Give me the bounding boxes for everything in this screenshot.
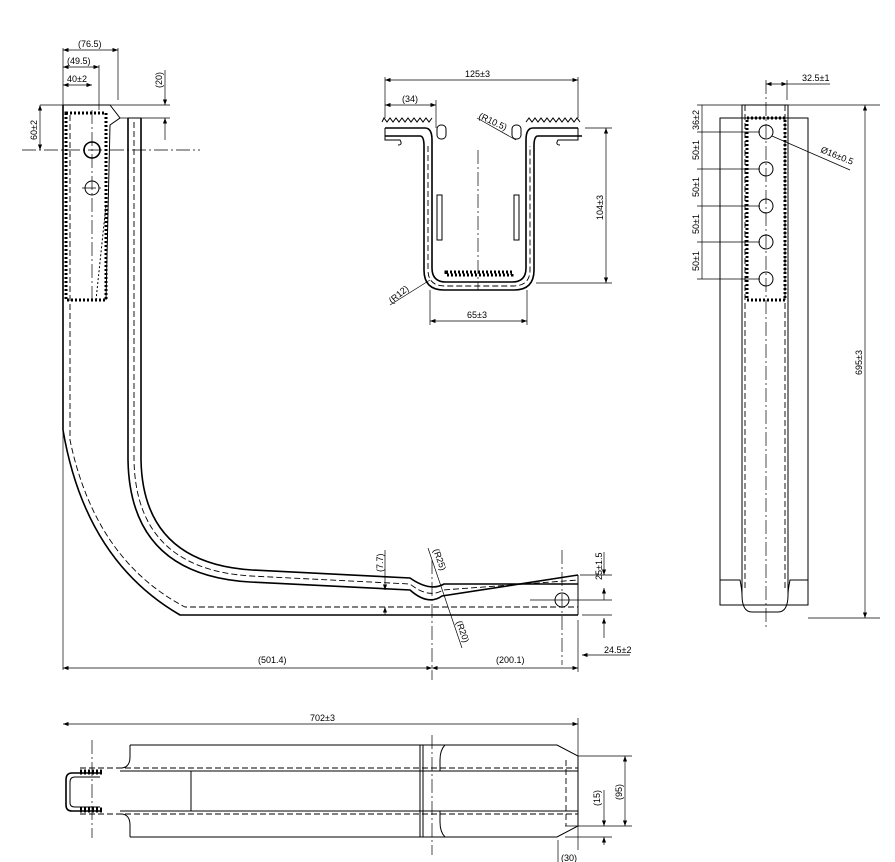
dim-36: 36±2 xyxy=(691,110,701,130)
dim-104: 104±3 xyxy=(595,195,605,220)
section-view: 125±3 (34) (R10.5) 104±3 (R12) 65±3 xyxy=(381,69,612,325)
dim-501-4: (501.4) xyxy=(258,655,287,665)
dim-695: 695±3 xyxy=(854,350,864,375)
radius-r25: (R25) xyxy=(431,547,448,572)
dim-49-5: (49.5) xyxy=(67,56,91,66)
dim-34: (34) xyxy=(402,94,418,104)
dim-15: (15) xyxy=(592,790,602,806)
section-u-channel xyxy=(385,127,578,283)
dim-pitch-2: 50±1 xyxy=(691,177,701,197)
front-view: 36±2 50±1 50±1 50±1 50±1 32.5±1 Ø16±0.5 … xyxy=(691,73,880,630)
side-view: (76.5) (49.5) 40±2 (20) 60±2 (501.4) (20… xyxy=(22,39,631,680)
dim-60: 60±2 xyxy=(29,120,39,140)
dim-65: 65±3 xyxy=(467,310,487,320)
dim-702: 702±3 xyxy=(310,713,335,723)
hole-diameter: Ø16±0.5 xyxy=(819,145,855,167)
bent-arm-inner xyxy=(140,118,578,588)
front-bracket xyxy=(745,116,787,302)
side-hidden-profile xyxy=(69,115,578,608)
dim-20: (20) xyxy=(154,72,164,88)
dim-30: (30) xyxy=(561,853,577,862)
bottom-view: 702±3 (95) (15) (30) xyxy=(62,713,632,862)
dim-pitch-1: 50±1 xyxy=(691,140,701,160)
dim-95: (95) xyxy=(614,784,624,800)
dim-125: 125±3 xyxy=(465,69,490,79)
upper-bracket xyxy=(64,111,108,302)
bent-arm-outer xyxy=(127,118,579,601)
dim-40: 40±2 xyxy=(67,74,87,84)
dim-32-5: 32.5±1 xyxy=(802,73,829,83)
dim-25: 25±1.5 xyxy=(594,553,604,580)
side-outer-profile xyxy=(62,105,578,616)
dim-76-5: (76.5) xyxy=(78,39,102,49)
dim-24-5: 24.5±2 xyxy=(604,645,631,655)
dim-7-7: (7.7) xyxy=(375,553,385,572)
dim-pitch-3: 50±1 xyxy=(691,214,701,234)
radius-r10-5: (R10.5) xyxy=(477,111,508,133)
bottom-end-clip xyxy=(65,772,100,812)
front-outer-plate xyxy=(719,117,809,606)
dim-200-1: (200.1) xyxy=(496,655,525,665)
dim-pitch-4: 50±1 xyxy=(691,251,701,271)
bottom-outer-outline xyxy=(130,744,579,838)
